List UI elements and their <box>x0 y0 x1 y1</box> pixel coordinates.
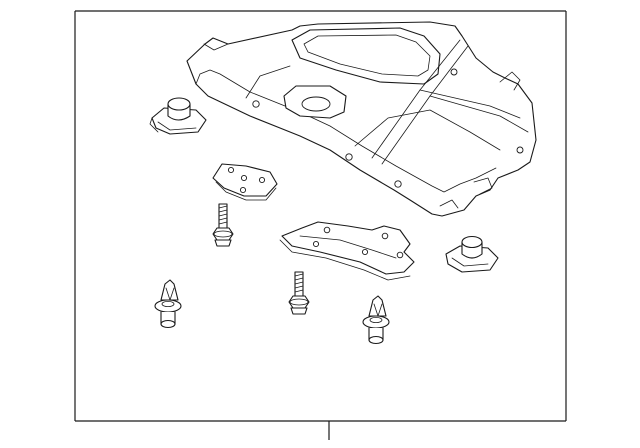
diagram-frame <box>74 10 567 440</box>
mounting-bracket-icon[interactable] <box>212 163 278 201</box>
clip-nut-icon[interactable] <box>445 235 499 273</box>
lower-shield-plate-icon[interactable] <box>279 221 415 281</box>
bolt-icon[interactable] <box>288 271 310 315</box>
push-clip-icon[interactable] <box>362 295 390 345</box>
push-clip-icon[interactable] <box>154 279 182 329</box>
clip-nut-icon[interactable] <box>149 97 207 135</box>
bolt-icon[interactable] <box>212 203 234 247</box>
under-engine-cover-icon[interactable] <box>186 21 537 217</box>
